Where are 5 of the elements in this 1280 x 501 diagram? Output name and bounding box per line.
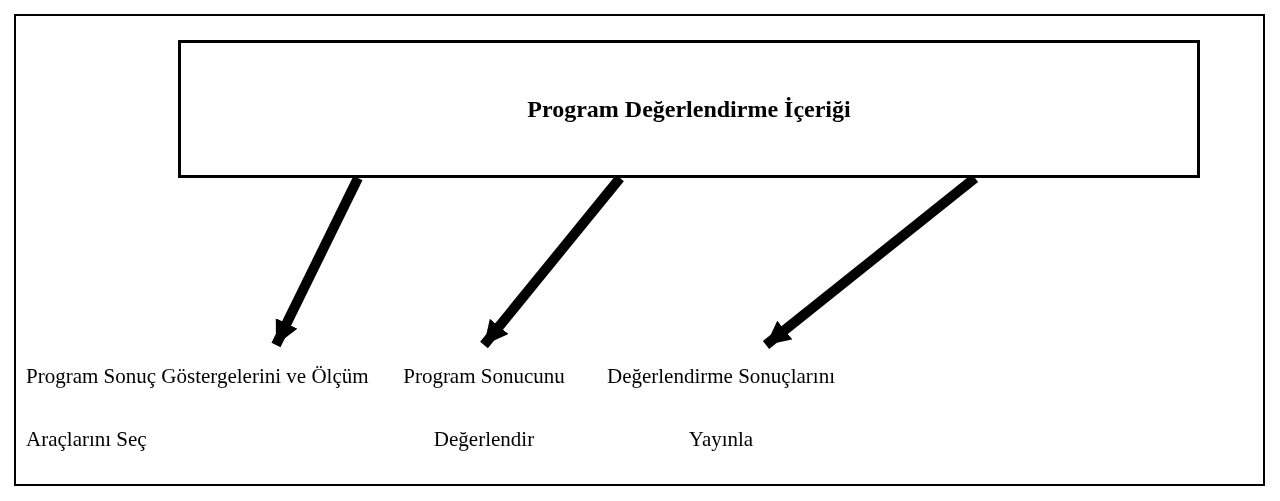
step-label: Program Sonuç Göstergelerini ve Ölçüm Araçlarını Seç: [26, 364, 369, 451]
step-label: Program Sonucunu Değerlendir: [403, 364, 565, 451]
box-title: Program Değerlendirme İçeriği: [527, 95, 851, 123]
title-box: [178, 40, 1200, 178]
step-label: Değerlendirme Sonuçlarını Yayınla: [607, 364, 835, 451]
